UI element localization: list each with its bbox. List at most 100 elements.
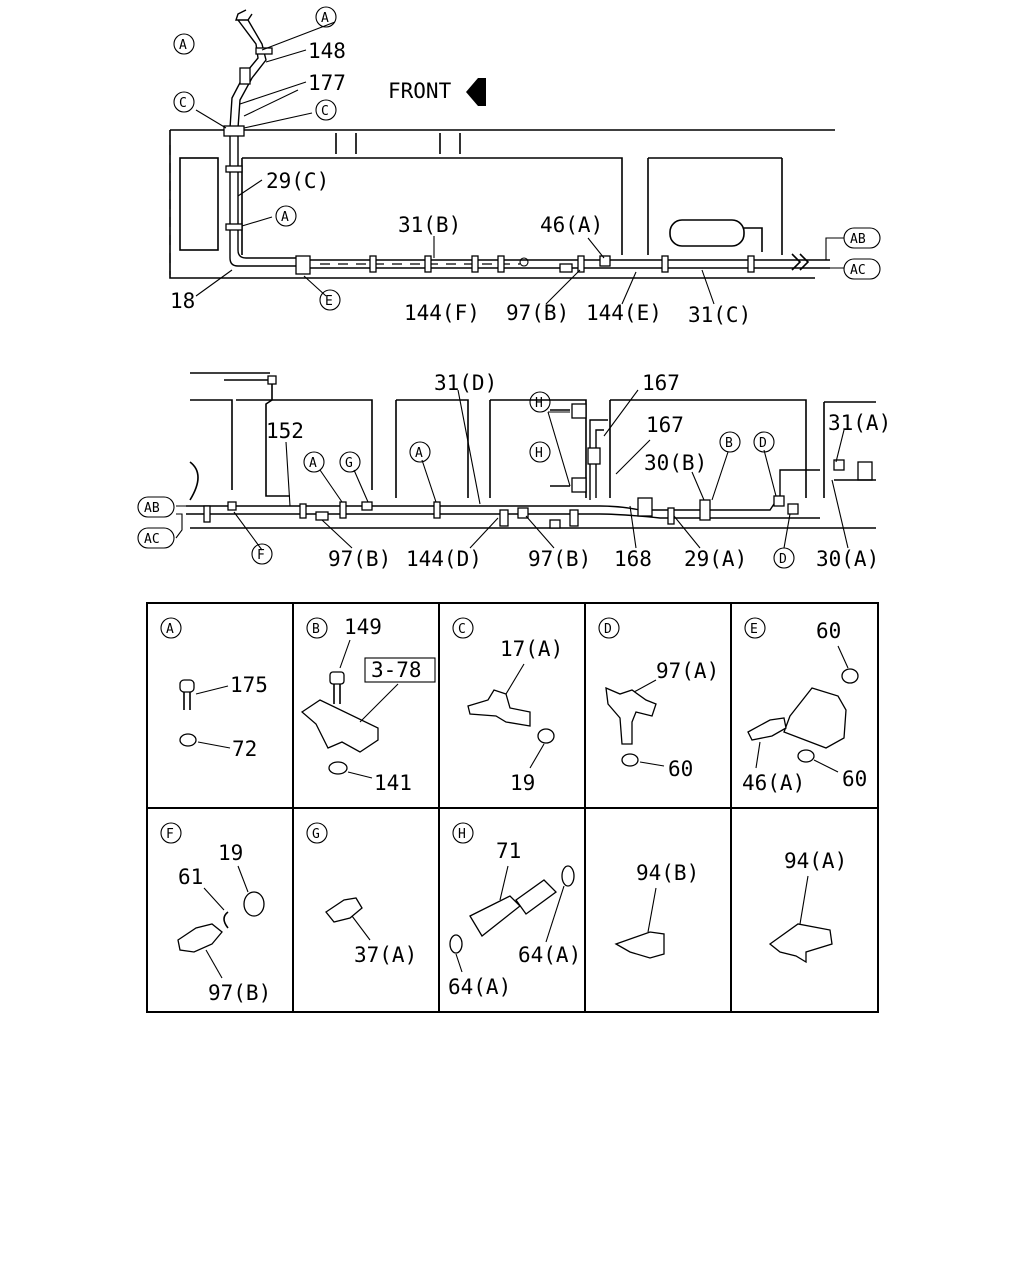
svg-text:F: F (257, 548, 265, 563)
clip (499, 509, 509, 527)
fitting-167 (587, 447, 601, 465)
clip (577, 255, 585, 273)
clip (424, 255, 432, 273)
label-29c: 29(C) (266, 169, 329, 193)
connector-ac-mid-text: AC (144, 532, 160, 547)
cell-f-letter: F (166, 827, 174, 842)
label-177: 177 (308, 71, 346, 95)
h-lines (550, 409, 570, 487)
svg-text:C: C (321, 104, 329, 119)
leader (455, 953, 463, 973)
cell-d-60: 60 (668, 757, 693, 781)
label-46a: 46(A) (540, 213, 603, 237)
fitting (833, 459, 845, 471)
bolt-149 (329, 671, 345, 685)
cell-h-64a-1: 64(A) (518, 943, 581, 967)
leader (837, 645, 849, 669)
mid-frames (190, 372, 876, 498)
label-31b: 31(B) (398, 213, 461, 237)
label-30b: 30(B) (644, 451, 707, 475)
cell-b-letter: B (312, 622, 320, 637)
front-arrow-icon (466, 78, 486, 106)
cell-b-ref: 3-78 (371, 658, 422, 682)
clip (239, 67, 251, 85)
cell-f-19: 19 (218, 841, 243, 865)
clip (225, 223, 243, 231)
leader (203, 887, 225, 911)
leader (197, 741, 231, 749)
pipe-152 (224, 379, 290, 497)
clip (369, 255, 377, 273)
label-152: 152 (266, 419, 304, 443)
cell-f-61: 61 (178, 865, 203, 889)
clip (339, 501, 347, 519)
cell-h-64a-2: 64(A) (448, 975, 511, 999)
banjo-17a (467, 689, 531, 727)
cell-d-letter: D (604, 622, 612, 637)
nut-72 (179, 733, 197, 747)
cell-94a: 94(A) (768, 849, 847, 964)
cell-g: G 37(A) (306, 822, 417, 967)
nut-19-f (243, 891, 265, 917)
label-97b-2: 97(B) (528, 547, 591, 571)
clip (661, 255, 669, 273)
cell-a-72: 72 (232, 737, 257, 761)
mid-pipe-main (186, 505, 700, 519)
clip (667, 507, 675, 525)
leader (647, 887, 657, 933)
air-tank (669, 219, 745, 247)
tee-97a (605, 686, 657, 745)
fitting (549, 519, 561, 529)
svg-text:B: B (725, 436, 733, 451)
cell-b: B 149 3-78 141 (300, 615, 436, 795)
bolt-shank (183, 692, 191, 710)
middle-view: H H A G A B D F D 31(D) 167 167 152 30(B… (137, 371, 891, 571)
label-29a: 29(A) (684, 547, 747, 571)
bolt-71-body (469, 895, 521, 937)
label-148: 148 (308, 39, 346, 63)
svg-text:G: G (345, 456, 353, 471)
svg-text:D: D (779, 552, 787, 567)
connector-ac-text: AC (850, 263, 866, 278)
hole (519, 257, 529, 267)
svg-text:H: H (535, 396, 543, 411)
cell-f-97b: 97(B) (208, 981, 271, 1005)
cell-b-141: 141 (374, 771, 412, 795)
cell-e-46a: 46(A) (742, 771, 805, 795)
clip-c (223, 125, 245, 137)
fitting-46a (599, 255, 611, 267)
leader (351, 915, 371, 941)
fitting-d2 (787, 503, 799, 515)
nut-141 (328, 761, 348, 775)
cell-c-19: 19 (510, 771, 535, 795)
leader (205, 949, 223, 979)
cell-94b: 94(B) (614, 861, 699, 959)
fitting-97b (517, 507, 529, 519)
svg-text:H: H (535, 446, 543, 461)
cell-g-37a: 37(A) (354, 943, 417, 967)
label-167b: 167 (646, 413, 684, 437)
label-144f: 144(F) (404, 301, 480, 325)
svg-text:A: A (415, 446, 423, 461)
cell-e-60a: 60 (816, 619, 841, 643)
cell-c-17a: 17(A) (500, 637, 563, 661)
fitting (267, 375, 277, 385)
leader (505, 663, 525, 695)
cell-h-71: 71 (496, 839, 521, 863)
leader (545, 885, 565, 943)
mid-circle-labels: H H A G A B D F D (251, 391, 795, 569)
front-label: FRONT (388, 79, 452, 103)
fitting-h (571, 403, 587, 419)
cell-e-letter: E (750, 622, 758, 637)
leader (639, 761, 665, 767)
nut-60-e (841, 668, 859, 684)
label-168: 168 (614, 547, 652, 571)
fitting-46a (747, 717, 787, 741)
frame-rail-1 (241, 157, 623, 255)
label-144e: 144(E) (586, 301, 662, 325)
union-37a (325, 897, 363, 923)
leader (799, 875, 809, 925)
cell-a: A 175 72 (160, 617, 268, 761)
connector-ac-mid (137, 527, 175, 549)
